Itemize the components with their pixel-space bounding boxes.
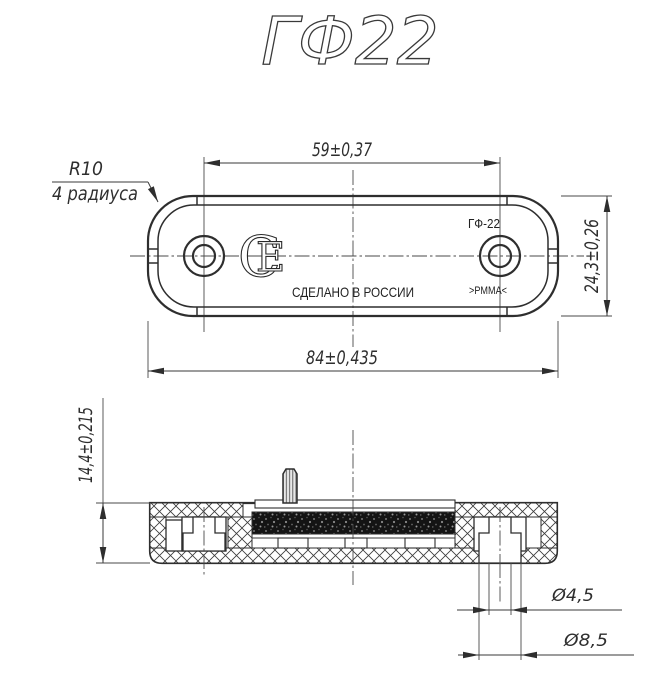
radius-note-text: 4 радиуса	[52, 183, 138, 205]
gasket-band	[251, 511, 456, 535]
mold-notch-lines	[148, 196, 558, 316]
dimension-hole-spacing: 59±0,37	[204, 139, 500, 167]
made-in-marking: СДЕЛАНО В РОССИИ	[292, 284, 414, 300]
dim-counterbore-diameter-text: Ø8,5	[563, 631, 608, 651]
lens-plate	[254, 499, 456, 509]
dimension-overall-height: 24,3±0,26	[561, 195, 612, 317]
radius-value-text: R10	[69, 158, 103, 180]
part-inner-contour	[157, 204, 549, 308]
top-view: C E ГФ-22 СДЕЛАНО В РОССИИ >PMMA< 59±0,3…	[52, 139, 612, 378]
dimension-hole-diameter: Ø4,5	[457, 586, 622, 614]
drawing-title: ГФ22	[261, 3, 439, 80]
contact-pin	[282, 468, 298, 504]
dim-thickness-text: 14,4±0,215	[75, 407, 97, 483]
model-marking: ГФ-22	[468, 216, 500, 231]
radius-callout: R10 4 радиуса	[52, 158, 159, 205]
dimension-counterbore-diameter: Ø8,5	[458, 631, 634, 659]
section-centerlines	[203, 430, 501, 603]
right-screw-hole	[478, 234, 522, 278]
callout-leader-arrow-icon	[147, 181, 159, 203]
section-hatched-walls	[149, 502, 558, 564]
dim-overall-width-text: 84±0,435	[306, 347, 378, 369]
ce-logo-letter-e: E	[256, 235, 285, 281]
left-screw-hole	[182, 234, 226, 278]
section-view: 14,4±0,215 Ø4,5 Ø8,5	[75, 398, 634, 660]
dimension-overall-width: 84±0,435	[147, 321, 559, 378]
dim-hole-diameter-text: Ø4,5	[551, 586, 594, 606]
ce-logo: C E	[237, 224, 285, 290]
left-mount-slot	[165, 519, 183, 552]
dim-overall-height-text: 24,3±0,26	[581, 219, 603, 293]
support-feet	[277, 537, 436, 549]
material-marking: >PMMA<	[469, 285, 507, 297]
dimension-thickness: 14,4±0,215	[75, 398, 150, 564]
ce-logo-letter-c: C	[238, 225, 281, 290]
dim-hole-spacing-text: 59±0,37	[312, 139, 372, 161]
part-outer-contour	[146, 194, 560, 318]
